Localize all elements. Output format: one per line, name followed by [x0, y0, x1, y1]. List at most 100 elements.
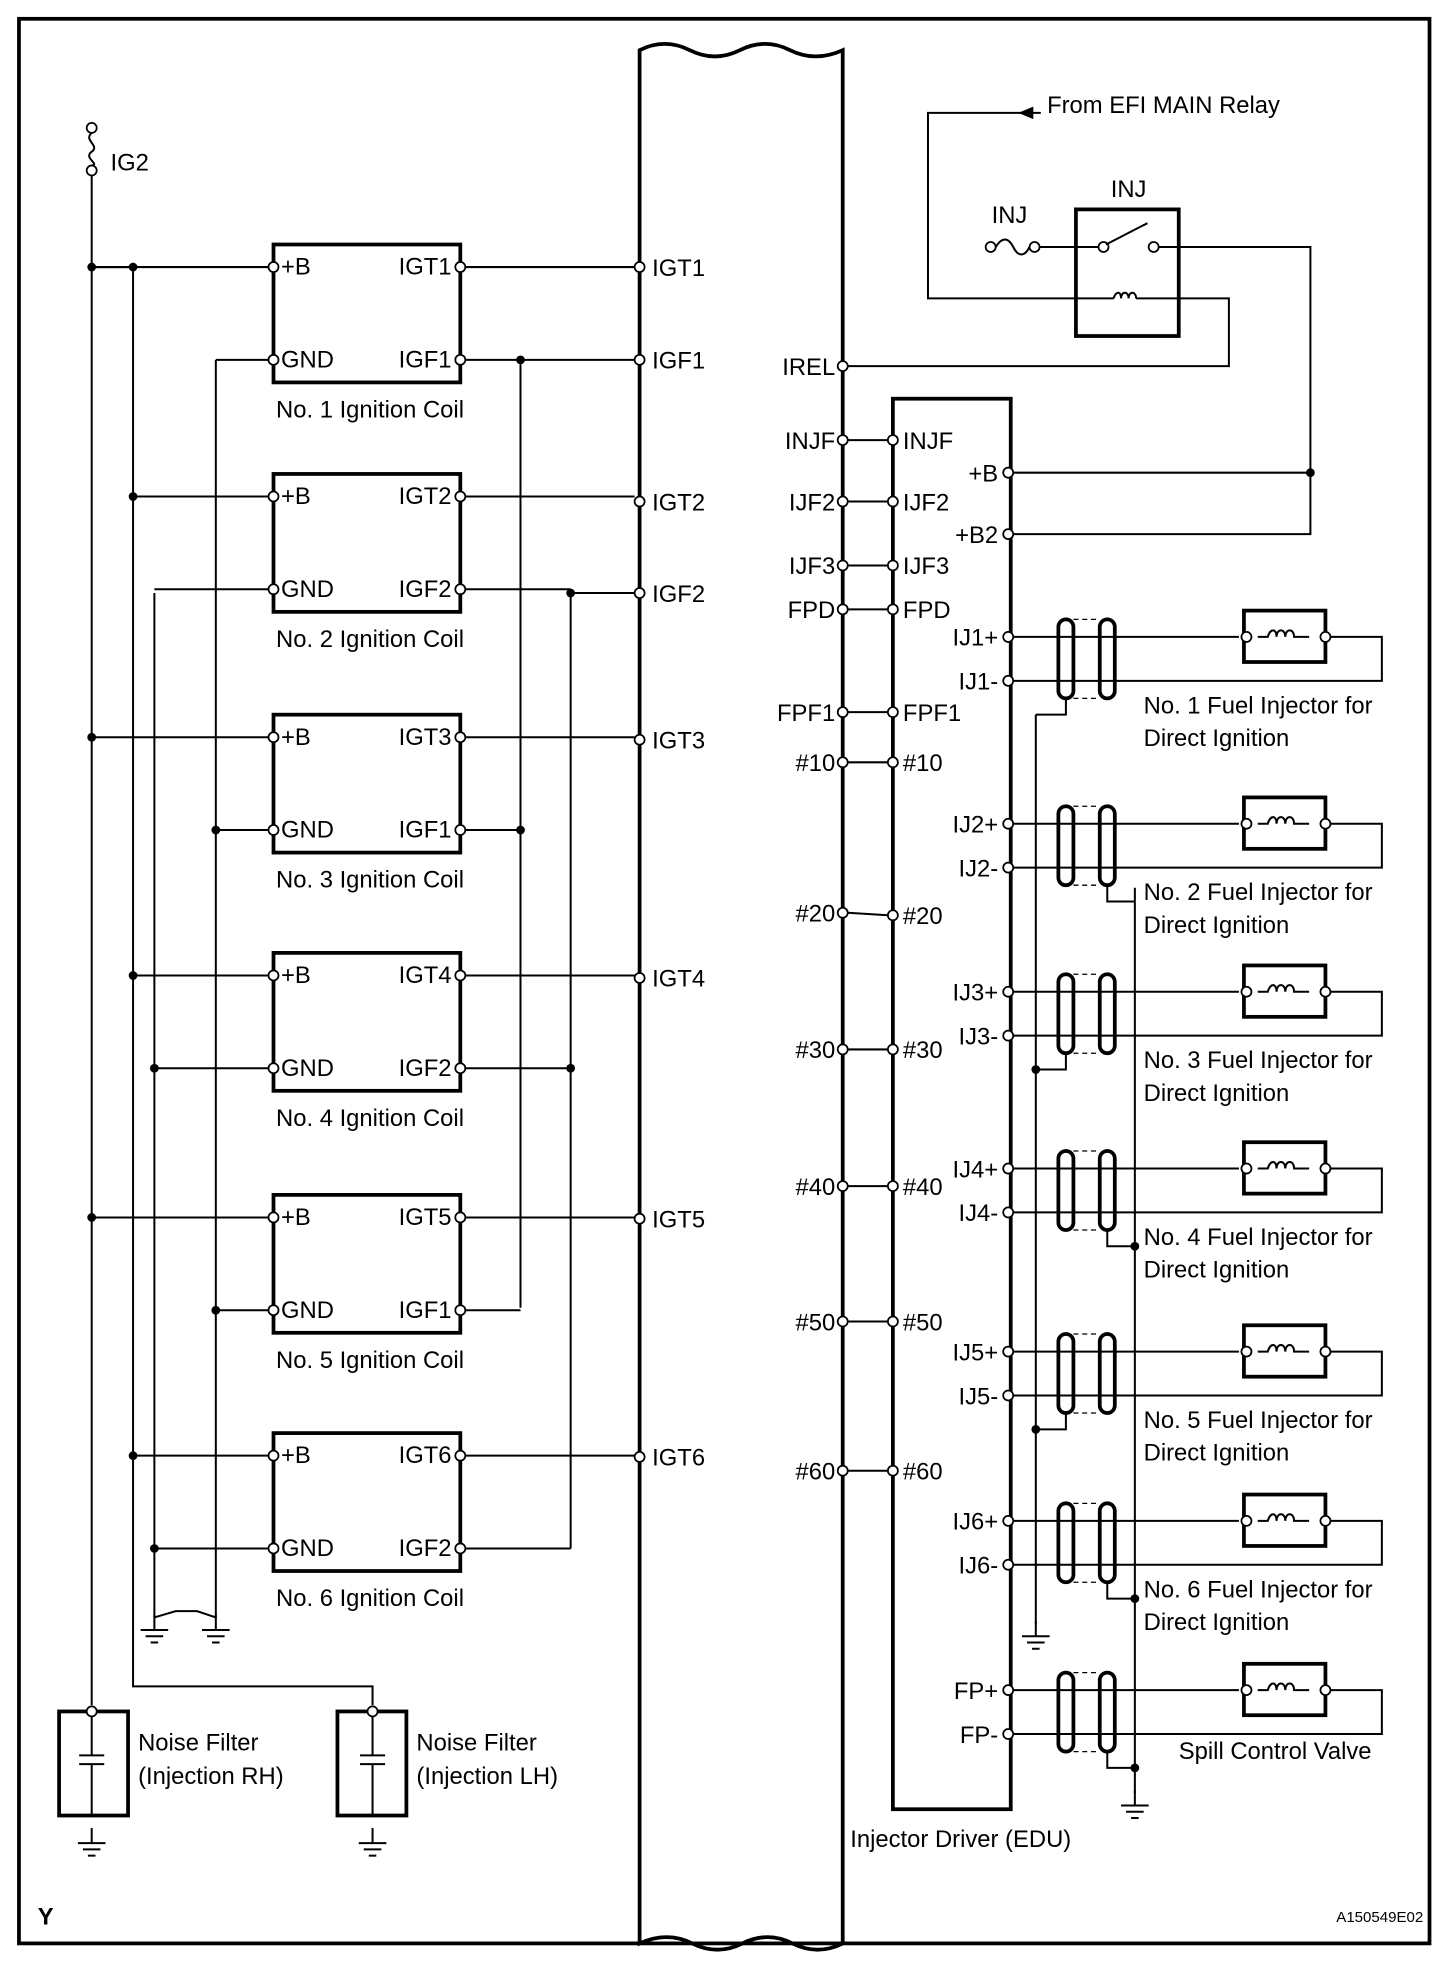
terminal-pin: [267, 1211, 280, 1224]
ignition-coil-label: No. 6 Ignition Coil: [276, 1585, 464, 1612]
terminal-pin: [1002, 674, 1015, 687]
injector-pin-label: IJ3+: [953, 980, 999, 1007]
pin-label: +B: [281, 962, 311, 989]
injector-coil-icon: [1257, 984, 1310, 993]
junction-dot: [87, 262, 97, 272]
injector-wire: [1013, 822, 1383, 869]
ecm-pin-label: IGT6: [652, 1445, 705, 1472]
injector-label: No. 1 Fuel Injector for: [1144, 692, 1373, 719]
relay-label: INJ: [1111, 176, 1147, 203]
terminal-pin: [267, 583, 280, 596]
terminal-pin: [366, 1705, 379, 1718]
junction-dot: [128, 1451, 138, 1461]
pin-label: IGF2: [399, 1535, 452, 1562]
ignition-coil-1: [271, 242, 463, 385]
shield-icon: [1056, 972, 1076, 1056]
ecm-pin-label: FPD: [788, 597, 836, 624]
injector-pin-label: IJ2-: [958, 855, 998, 882]
terminal-pin: [454, 353, 467, 366]
ecm-pin-label: IJF2: [789, 489, 835, 516]
terminal-pin: [267, 1304, 280, 1317]
edu-pin-label: #50: [903, 1309, 943, 1336]
terminal-pin: [454, 731, 467, 744]
pin-label: GND: [281, 576, 334, 603]
pin-label: +B: [281, 724, 311, 751]
terminal-pin: [633, 972, 646, 984]
terminal-pin: [1319, 631, 1332, 643]
junction-dot: [128, 971, 138, 980]
irel-wire: [847, 297, 1230, 368]
ecm-pin-label: #20: [795, 901, 835, 928]
terminal-pin: [1002, 1162, 1015, 1175]
shield-icon: [1056, 617, 1076, 701]
shield-icon: [1056, 1149, 1076, 1232]
pin-label: +B: [281, 254, 311, 281]
pin-label: GND: [281, 1055, 334, 1082]
ecm-pin-label: IGT2: [652, 489, 705, 516]
ecm-pin-label: IJF3: [789, 553, 835, 580]
terminal-pin: [454, 1062, 467, 1075]
terminal-pin: [836, 495, 849, 508]
ignition-coil-label: No. 2 Ignition Coil: [276, 626, 464, 653]
pin-label: GND: [281, 1297, 334, 1324]
terminal-pin: [836, 706, 849, 719]
terminal-pin: [1240, 985, 1253, 998]
pin-label: IGT2: [399, 483, 452, 510]
terminal-pin: [454, 1542, 467, 1555]
terminal-pin: [454, 1304, 467, 1317]
edu-pin-label: +B: [968, 460, 998, 487]
terminal-pin: [267, 1542, 280, 1555]
edu-pin-label: IJF2: [903, 489, 949, 516]
ignition-coil-2: [271, 472, 463, 614]
injector-label: No. 2 Fuel Injector for: [1144, 879, 1373, 906]
terminal-pin: [454, 583, 467, 596]
ecm-pin-label: #50: [795, 1309, 835, 1336]
terminal-pin: [454, 969, 467, 982]
injector-wire: [1013, 990, 1383, 1037]
injector-label: Direct Ignition: [1144, 1440, 1290, 1467]
terminal-pin: [1319, 1514, 1332, 1527]
pin-label: IGF2: [399, 576, 452, 603]
injector-coil-icon: [1257, 1160, 1310, 1170]
injector-wire: [1013, 1167, 1383, 1214]
pin-label: GND: [281, 346, 334, 373]
terminal-pin: [836, 559, 849, 572]
pin-label: IGT3: [399, 724, 452, 751]
terminal-pin: [267, 969, 280, 982]
terminal-pin: [1319, 1684, 1332, 1697]
terminal-pin: [886, 909, 899, 922]
ecm-pin-label: IGF1: [652, 348, 705, 375]
pin-label: IGT4: [399, 962, 452, 989]
terminal-pin: [1002, 1728, 1015, 1740]
terminal-pin: [836, 1464, 849, 1477]
injector-pin-label: IJ5-: [958, 1383, 998, 1410]
noise-filter-label: (Injection RH): [138, 1763, 284, 1790]
injector-label: No. 5 Fuel Injector for: [1144, 1407, 1373, 1434]
shield-icon: [1056, 804, 1076, 888]
injector-wire: [1013, 1350, 1383, 1397]
injector-pin-label: IJ5+: [953, 1339, 999, 1366]
ecm-pin-label: IGT1: [652, 255, 705, 282]
injector-label: Spill Control Valve: [1179, 1738, 1372, 1765]
shield-icon: [1097, 1670, 1117, 1754]
arrow-icon: [1018, 106, 1034, 120]
shield-ground-wire: [1035, 1053, 1067, 1071]
injector-label: Direct Ignition: [1144, 912, 1290, 939]
terminal-pin: [633, 733, 646, 746]
injector-wire: [1013, 1689, 1383, 1736]
terminal-pin: [633, 261, 646, 273]
terminal-pin: [1319, 1162, 1332, 1175]
edu-pin-label: FPF1: [903, 700, 961, 727]
junction-dot: [128, 492, 138, 501]
terminal-pin: [267, 731, 280, 744]
terminal-pin: [85, 121, 98, 134]
ecm-pin-label: IGT3: [652, 728, 705, 755]
ecm-body: [637, 42, 845, 1952]
ignition-coil-5: [271, 1192, 463, 1335]
injector-label: No. 6 Fuel Injector for: [1144, 1576, 1373, 1603]
inj-relay: [1074, 207, 1181, 338]
edu-pin-label: #10: [903, 750, 943, 777]
terminal-pin: [1002, 631, 1015, 643]
edu-pin-label: #60: [903, 1458, 943, 1485]
